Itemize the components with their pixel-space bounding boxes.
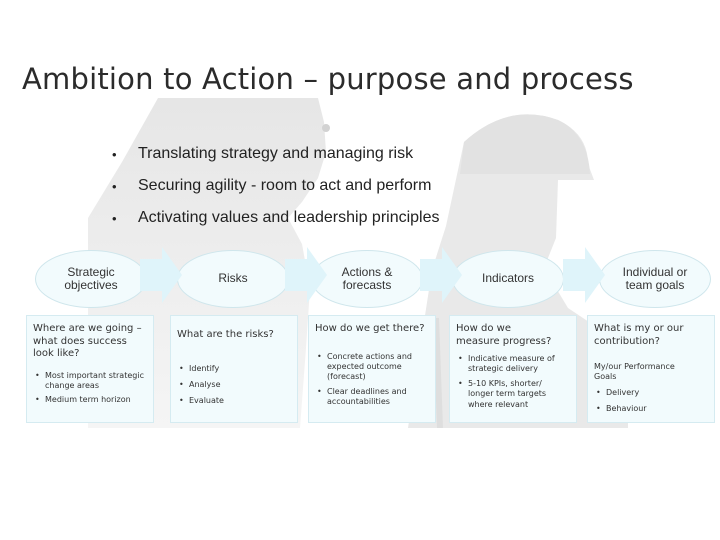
stage-box-strategic-objectives: Where are we going – what does success l… (26, 315, 154, 423)
list-item: Behaviour (594, 404, 708, 415)
stage-item-list: Delivery Behaviour (594, 388, 708, 415)
stage-heading-indicators: Indicators (452, 250, 564, 308)
bullet-marker: • (112, 210, 117, 226)
stage-question: How do we get there? (315, 323, 425, 334)
slide-title: Ambition to Action – purpose and process (22, 62, 634, 96)
list-item: Clear deadlines and accountabilities (315, 387, 429, 408)
key-point: • Securing agility - room to act and per… (112, 170, 440, 202)
key-points-list: • Translating strategy and managing risk… (112, 138, 440, 234)
stage-question: What are the risks? (177, 329, 274, 340)
stage-item-list: Most important strategic change areas Me… (33, 371, 147, 407)
bullet-marker: • (112, 146, 117, 162)
list-item: Delivery (594, 388, 708, 399)
list-item: 5-10 KPIs, shorter/ longer term targets … (456, 379, 570, 410)
stage-heading-individual-team-goals: Individual or team goals (599, 250, 711, 308)
stage-item-list: Identify Analyse Evaluate (177, 364, 291, 408)
list-item: Evaluate (177, 396, 291, 407)
stage-heading-strategic-objectives: Strategic objectives (35, 250, 147, 308)
stage-box-risks: What are the risks? Identify Analyse Eva… (170, 315, 298, 423)
process-arrow-icon (140, 247, 182, 303)
stage-box-individual-team-goals: What is my or our contribution? My/our P… (587, 315, 715, 423)
stage-question: Where are we going – what does success l… (33, 323, 142, 359)
process-arrow-icon (563, 247, 605, 303)
key-point: • Translating strategy and managing risk (112, 138, 440, 170)
list-item: Most important strategic change areas (33, 371, 147, 392)
key-point-text: Activating values and leadership princip… (138, 209, 440, 226)
stage-heading-risks: Risks (177, 250, 289, 308)
bullet-marker: • (112, 178, 117, 194)
list-item: Medium term horizon (33, 395, 147, 406)
process-arrow-icon (285, 247, 327, 303)
stage-note: My/our Performance Goals (594, 362, 675, 382)
stage-question: How do we measure progress? (456, 323, 552, 347)
stage-item-list: Concrete actions and expected outcome (f… (315, 352, 429, 408)
stage-box-actions-forecasts: How do we get there? Concrete actions an… (308, 315, 436, 423)
list-item: Analyse (177, 380, 291, 391)
key-point-text: Securing agility - room to act and perfo… (138, 177, 432, 194)
stage-item-list: Indicative measure of strategic delivery… (456, 354, 570, 410)
process-arrow-icon (420, 247, 462, 303)
stage-box-indicators: How do we measure progress? Indicative m… (449, 315, 577, 423)
stage-question: What is my or our contribution? (594, 323, 684, 347)
key-point: • Activating values and leadership princ… (112, 202, 440, 234)
stage-heading-actions-forecasts: Actions & forecasts (311, 250, 423, 308)
key-point-text: Translating strategy and managing risk (138, 145, 414, 162)
list-item: Identify (177, 364, 291, 375)
list-item: Concrete actions and expected outcome (f… (315, 352, 429, 383)
list-item: Indicative measure of strategic delivery (456, 354, 570, 375)
